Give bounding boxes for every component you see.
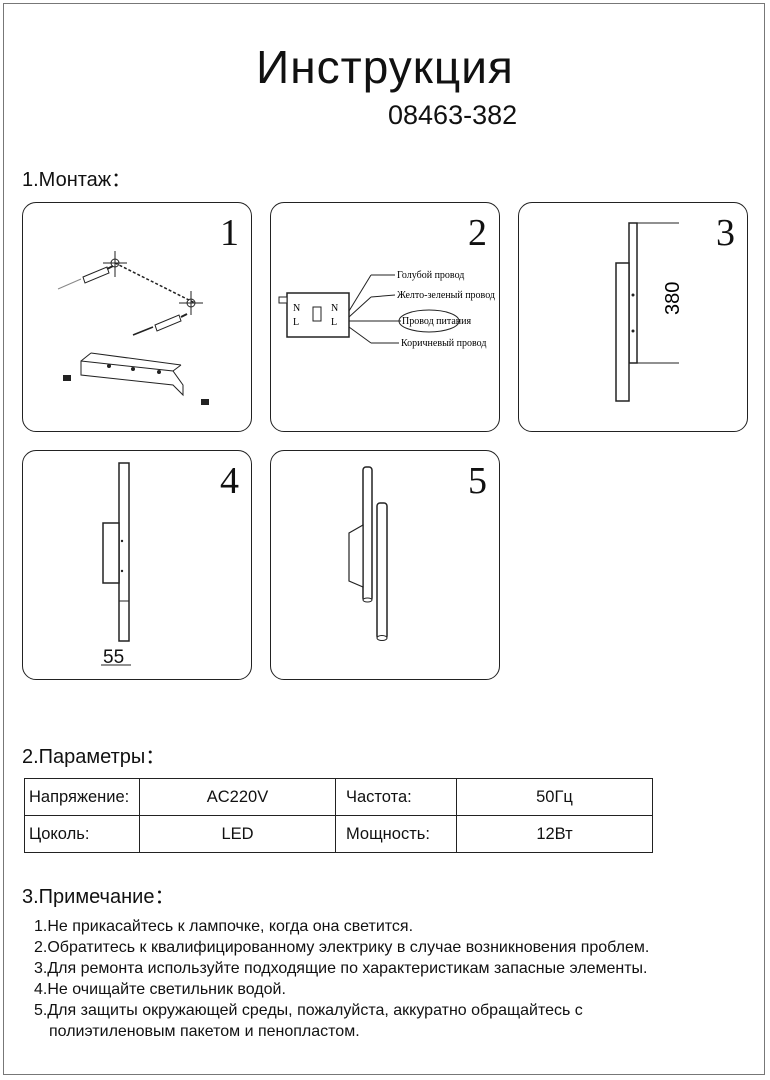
- section-notes-title: 3.Примечание：: [22, 886, 175, 908]
- param-value: 12Вт: [456, 815, 653, 853]
- parameters-table: Напряжение: AC220V Частота: 50Гц Цоколь:…: [24, 778, 653, 853]
- model-code: 08463-382: [388, 100, 518, 130]
- wire-label-power: Провод питания: [402, 316, 472, 327]
- section-mount-title: 1.Монтаж：: [22, 169, 132, 191]
- step-5-panel: 5: [270, 450, 500, 680]
- table-row: Цоколь: LED Мощность: 12Вт: [24, 815, 653, 853]
- param-value: AC220V: [139, 778, 336, 816]
- note-item: 3.Для ремонта используйте подходящие по …: [34, 960, 648, 977]
- step-5-number: 5: [468, 460, 487, 502]
- note-item: 4.Не очищайте светильник водой.: [34, 981, 286, 998]
- svg-text:L: L: [331, 317, 337, 328]
- wire-label-blue: Голубой провод: [397, 270, 464, 281]
- note-item-continuation: полиэтиленовым пакетом и пенопластом.: [49, 1023, 360, 1040]
- section-params-title: 2.Параметры：: [22, 746, 166, 768]
- step-3-drawing: 380: [615, 222, 684, 402]
- notes-list: 1.Не прикасайтесь к лампочке, когда она …: [34, 916, 649, 1042]
- svg-text:N: N: [331, 303, 338, 314]
- step-4-drawing: [101, 462, 131, 666]
- step-2-number: 2: [468, 212, 487, 254]
- step-3-panel: 380 3: [518, 202, 748, 432]
- note-item: 5.Для защиты окружающей среды, пожалуйст…: [34, 1002, 583, 1019]
- step-4-panel: 55 4: [22, 450, 252, 680]
- param-label: Частота:: [335, 778, 457, 816]
- param-value: 50Гц: [456, 778, 653, 816]
- page-border: [3, 3, 765, 1075]
- param-value: LED: [139, 815, 336, 853]
- svg-text:L: L: [293, 317, 299, 328]
- step-2-panel: N L N L Голубой провод Желто-зеленый про…: [270, 202, 500, 432]
- wire-label-yellow-green: Желто-зеленый провод: [397, 290, 495, 301]
- step-4-number: 4: [220, 460, 239, 502]
- svg-text:N: N: [293, 303, 300, 314]
- step-1-panel: 1: [22, 202, 252, 432]
- document-title: Инструкция: [256, 41, 514, 93]
- step-5-drawing: [348, 466, 388, 641]
- step-1-number: 1: [220, 212, 239, 254]
- step-1-drawing: [57, 251, 209, 405]
- param-label: Мощность:: [335, 815, 457, 853]
- wire-label-brown: Коричневый провод: [401, 338, 486, 349]
- width-dimension: 55: [103, 647, 125, 668]
- step-2-wiring-diagram: N L N L Голубой провод Желто-зеленый про…: [278, 270, 495, 349]
- length-dimension: 380: [662, 282, 684, 315]
- note-item: 2.Обратитесь к квалифицированному электр…: [34, 939, 650, 956]
- param-label: Цоколь:: [24, 815, 140, 853]
- table-row: Напряжение: AC220V Частота: 50Гц: [24, 778, 653, 816]
- step-3-number: 3: [716, 212, 735, 254]
- note-item: 1.Не прикасайтесь к лампочке, когда она …: [34, 918, 414, 935]
- param-label: Напряжение:: [24, 778, 140, 816]
